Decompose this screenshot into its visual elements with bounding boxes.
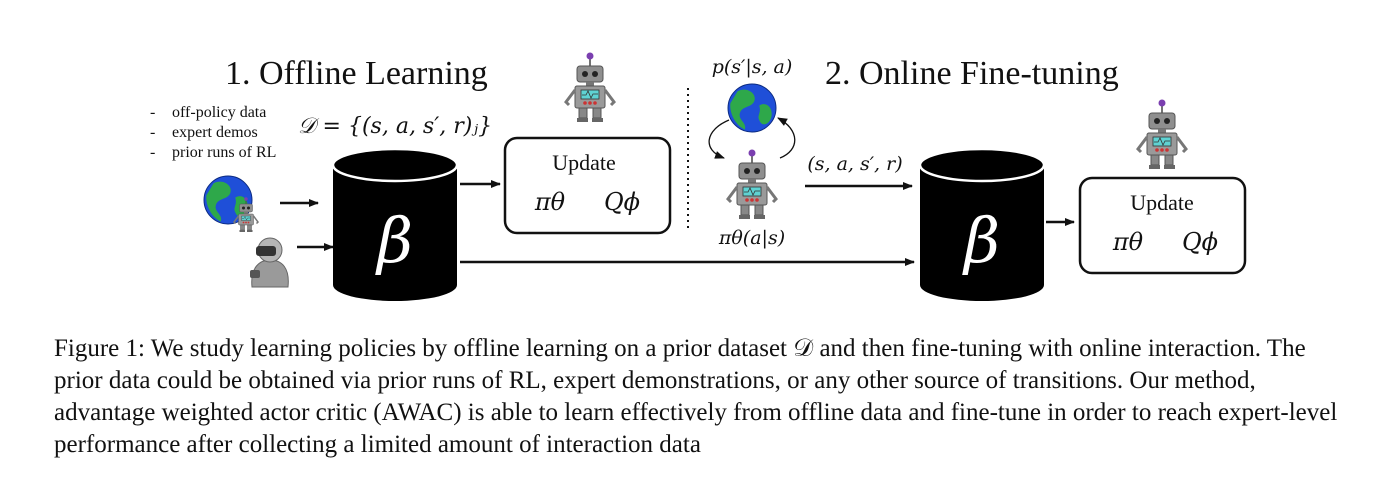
figure-diagram: 1. Offline Learning 2. Online Fine-tunin… xyxy=(150,51,1247,303)
data-source-list: - off-policy data - expert demos - prior… xyxy=(150,104,276,161)
stage2-title: 2. Online Fine-tuning xyxy=(825,55,1119,92)
online-buffer-symbol: β xyxy=(962,204,1000,277)
bullet-marker: - xyxy=(150,144,155,161)
policy-symbol: πθ xyxy=(534,188,566,216)
source-item-expert: expert demos xyxy=(172,124,258,141)
offline-update-box: Update πθ Qϕ xyxy=(503,136,672,235)
policy-symbol: πθ xyxy=(1112,228,1144,256)
source-item-prior-rl: prior runs of RL xyxy=(172,144,276,161)
robot-icon xyxy=(1136,98,1188,171)
update-label: Update xyxy=(1130,190,1194,215)
q-symbol: Qϕ xyxy=(604,188,640,216)
stage1-title: 1. Offline Learning xyxy=(225,55,488,92)
source-item-off-policy: off-policy data xyxy=(172,104,266,121)
online-update-box: Update πθ Qϕ xyxy=(1078,176,1247,275)
dynamics-label: p(s′|s, a) xyxy=(712,56,793,78)
dataset-label: 𝒟 = {(s, a, s′, r)ⱼ} xyxy=(298,114,492,139)
vr-user-icon xyxy=(250,237,289,288)
offline-buffer-symbol: β xyxy=(375,204,413,277)
bullet-marker: - xyxy=(150,104,155,121)
robot-icon xyxy=(726,148,778,221)
transition-label: (s, a, s′, r) xyxy=(807,153,902,175)
robot-icon xyxy=(564,51,616,124)
bullet-marker: - xyxy=(150,124,155,141)
q-symbol: Qϕ xyxy=(1182,228,1218,256)
update-label: Update xyxy=(552,150,616,175)
policy-label: πθ(a|s) xyxy=(718,227,785,249)
figure-caption: Figure 1: We study learning policies by … xyxy=(54,335,1338,458)
globe-icon xyxy=(728,84,776,132)
